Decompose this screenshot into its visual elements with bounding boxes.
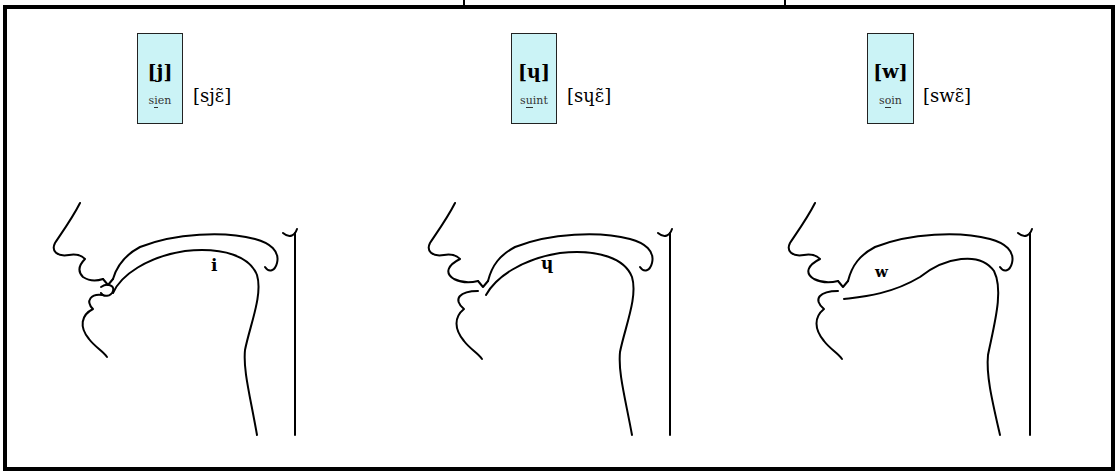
phoneme-symbol: [ɥ] <box>512 60 556 82</box>
sound-label: w <box>875 263 888 281</box>
phoneme-box: [ɥ] suint <box>511 33 557 124</box>
example-word: suint <box>512 94 556 107</box>
example-word: sien <box>138 94 182 107</box>
transcription: [sɥɛ̃] <box>567 85 611 106</box>
phoneme-symbol: [w] <box>868 60 913 82</box>
vocal-tract-w <box>789 203 1032 435</box>
phoneme-box: [j] sien <box>137 33 183 124</box>
letter-underline <box>885 107 892 108</box>
vocal-tract-turned-h <box>429 203 672 435</box>
sound-label: ɥ <box>541 253 553 273</box>
phoneme-box: [w] soin <box>867 33 914 124</box>
letter-underline <box>154 107 158 108</box>
transcription: [sjɛ̃] <box>193 85 231 106</box>
transcription: [swɛ̃] <box>923 85 971 106</box>
letter-underline <box>526 107 533 108</box>
vocal-tract-j <box>54 203 297 435</box>
phoneme-symbol: [j] <box>138 60 182 82</box>
example-word: soin <box>868 94 913 107</box>
sound-label: i <box>211 255 217 275</box>
